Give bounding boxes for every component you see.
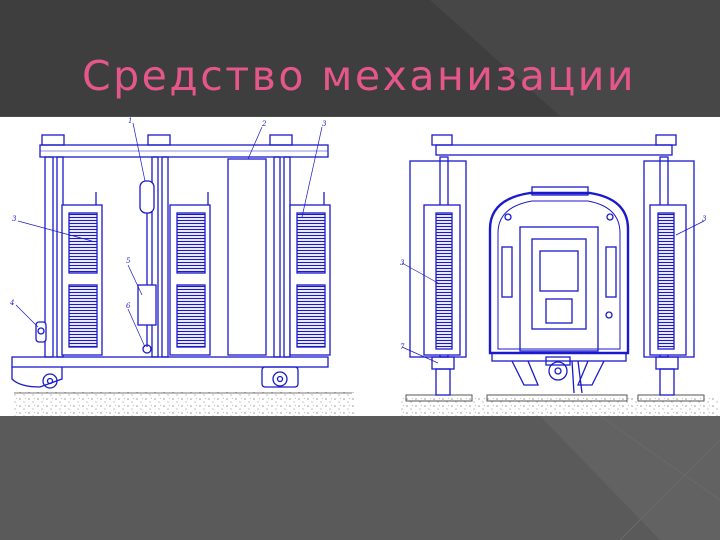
slide-title: Средство механизации [82,52,637,100]
callout-label: 3 [400,259,405,267]
technical-drawing: 1 2 3 3 4 5 6 3 3 7 [0,117,720,416]
callout-label: 3 [702,215,707,223]
ground-hatch [14,392,354,416]
callout-label: 1 [128,117,132,125]
callout-labels: 1 2 3 3 4 5 6 3 3 7 [9,117,707,351]
drawing-canvas: 1 2 3 3 4 5 6 3 3 7 [9,117,718,416]
end-view [400,134,718,416]
callout-label: 7 [400,343,405,351]
callout-label: 3 [12,215,17,223]
side-view [11,122,354,416]
callout-label: 3 [322,120,327,128]
callout-label: 6 [126,302,131,310]
callout-label: 2 [261,120,267,128]
ground-hatch [400,397,718,416]
callout-label: 4 [9,299,14,307]
callout-label: 5 [126,257,131,265]
